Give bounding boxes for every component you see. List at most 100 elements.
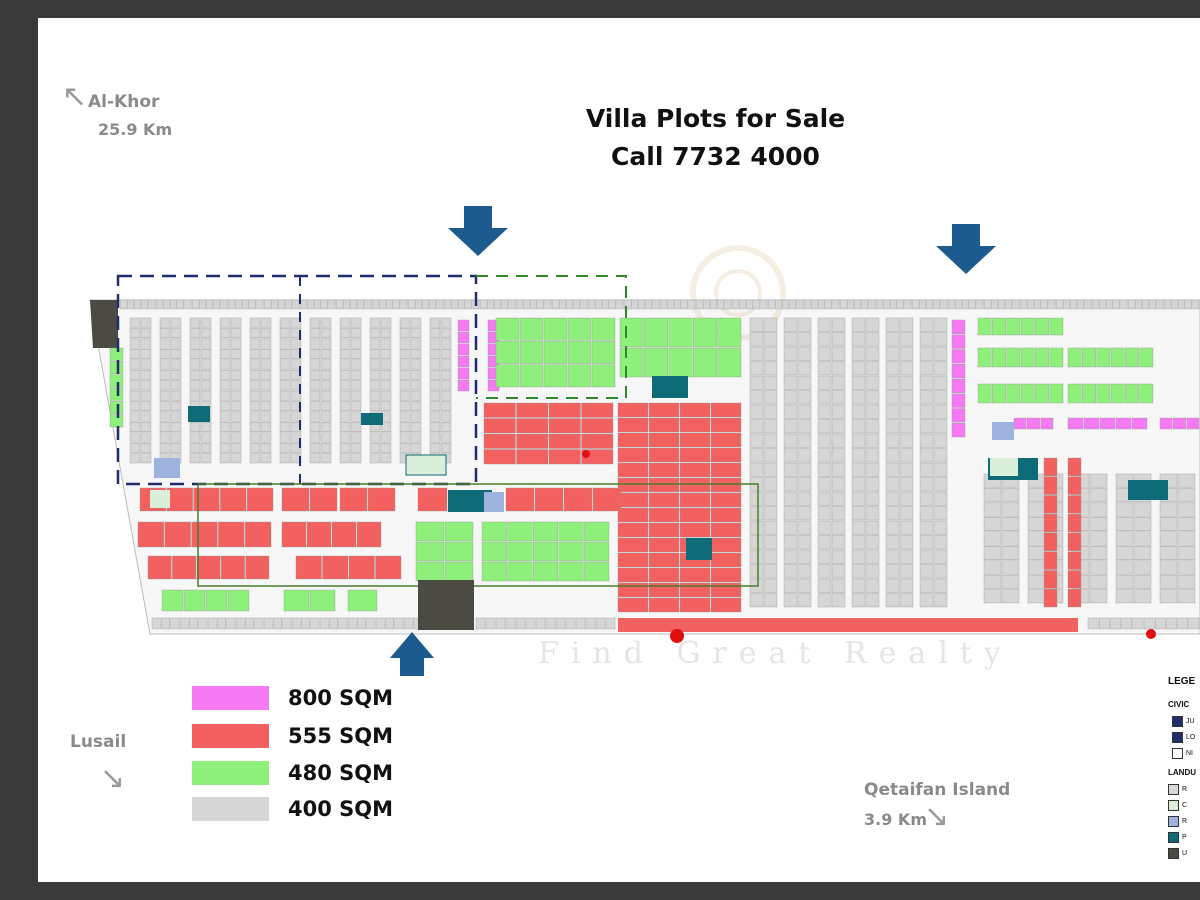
- plot-555: [617, 537, 649, 553]
- plot-555: [339, 487, 368, 512]
- plot-400: [1120, 299, 1128, 310]
- plot-555: [648, 552, 680, 568]
- plot-400: [890, 299, 897, 310]
- watermark-text: Find Great Realty: [538, 636, 1013, 671]
- plot-555: [617, 567, 649, 583]
- plot-400: [783, 390, 798, 405]
- plot-480: [507, 561, 533, 582]
- plot-400: [249, 411, 261, 422]
- plot-400: [797, 549, 812, 564]
- plot-400: [159, 359, 171, 370]
- plot-400: [501, 299, 509, 310]
- plot-400: [749, 433, 764, 448]
- plot-400: [260, 432, 272, 443]
- plot-400: [230, 422, 242, 432]
- plot-400: [369, 338, 381, 349]
- plot-400: [140, 390, 152, 401]
- key-landuse-item: R: [1168, 816, 1187, 828]
- plot-400: [227, 299, 235, 310]
- plot-480: [1049, 317, 1064, 336]
- plot-400: [749, 462, 764, 477]
- plot-400: [782, 299, 789, 310]
- plot-400: [399, 338, 411, 349]
- plot-400: [667, 299, 674, 310]
- plot-400: [399, 349, 411, 359]
- plot-480: [1020, 317, 1035, 336]
- plot-400: [899, 419, 914, 434]
- plot-400: [947, 299, 955, 310]
- plot-400: [347, 617, 357, 630]
- plot-400: [797, 535, 812, 550]
- plot-400: [219, 390, 231, 401]
- plot-400: [279, 349, 291, 359]
- plot-555: [710, 537, 742, 553]
- plot-480: [992, 383, 1006, 404]
- plot-400: [159, 401, 171, 412]
- plot-800: [1115, 417, 1132, 430]
- distance-qetaifan: 3.9 Km: [864, 810, 927, 829]
- plot-555: [648, 477, 680, 493]
- plot-400: [1077, 299, 1084, 310]
- plot-400: [436, 299, 444, 310]
- plot-400: [783, 477, 798, 492]
- plot-555: [679, 567, 711, 583]
- plot-400: [440, 380, 452, 391]
- plot-400: [659, 299, 667, 310]
- plot-400: [129, 422, 141, 432]
- plot-400: [399, 380, 411, 391]
- plot-555: [309, 487, 338, 512]
- plot-400: [1027, 299, 1034, 310]
- plot-400: [885, 404, 900, 419]
- plot-400: [399, 390, 411, 401]
- plot-400: [429, 338, 441, 349]
- plot-400: [415, 299, 422, 310]
- plot-555: [1067, 476, 1082, 495]
- plot-400: [191, 299, 199, 310]
- plot-400: [309, 390, 321, 401]
- plot-400: [140, 411, 152, 422]
- plot-400: [797, 564, 812, 579]
- plot-400: [710, 299, 717, 310]
- plot-400: [451, 299, 458, 310]
- plot-400: [854, 299, 861, 310]
- plot-555: [193, 487, 220, 512]
- plot-400: [440, 359, 452, 370]
- plot-400: [783, 549, 798, 564]
- plot-400: [309, 442, 321, 453]
- plot-400: [380, 317, 392, 328]
- plot-800: [457, 331, 470, 344]
- plot-400: [797, 317, 812, 332]
- plot-400: [339, 453, 351, 464]
- plot-400: [1115, 502, 1134, 517]
- plot-400: [885, 390, 900, 405]
- plot-400: [260, 317, 272, 328]
- plot-400: [763, 578, 778, 593]
- swatch-480: [192, 761, 269, 785]
- plot-400: [339, 390, 351, 401]
- plot-400: [851, 433, 866, 448]
- plot-400: [763, 520, 778, 535]
- plot-555: [563, 487, 593, 512]
- plot-555: [516, 402, 549, 418]
- plot-400: [380, 453, 392, 464]
- plot-400: [831, 361, 846, 376]
- amenity-block: [1128, 480, 1168, 500]
- plot-400: [129, 453, 141, 464]
- plot-555: [147, 555, 172, 580]
- plot-400: [1087, 617, 1099, 630]
- plot-400: [1098, 617, 1110, 630]
- plot-400: [865, 361, 880, 376]
- plot-400: [831, 593, 846, 608]
- plot-555: [246, 487, 274, 512]
- plot-400: [440, 338, 452, 349]
- plot-400: [797, 477, 812, 492]
- plot-400: [320, 422, 332, 432]
- plot-800: [951, 408, 966, 423]
- plot-480: [109, 387, 124, 401]
- plot-400: [380, 432, 392, 443]
- plot-400: [129, 442, 141, 453]
- plot-400: [919, 462, 934, 477]
- distance-al-khor: 25.9 Km: [98, 120, 173, 139]
- civic-block: [990, 458, 1018, 476]
- plot-400: [260, 401, 272, 412]
